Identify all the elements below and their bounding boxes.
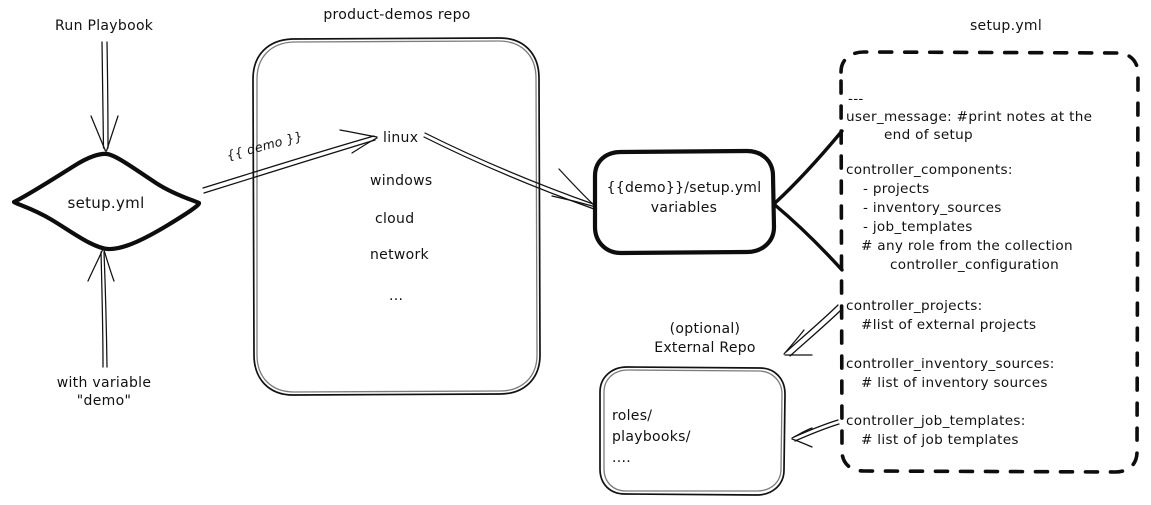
arrow-controller-job-templates-to-external-repo: [791, 419, 840, 448]
setup-yml-file-box[interactable]: [839, 50, 1140, 474]
yml-line-12: #list of external projects: [861, 317, 1036, 333]
yml-line-7: - job_templates: [863, 219, 973, 235]
yml-line-17: controller_job_templates:: [846, 413, 1026, 429]
external-repo-title-line1: (optional): [670, 321, 741, 337]
demo-setup-variables-line1: {{demo}}/setup.yml: [607, 180, 762, 196]
demo-setup-variables-node[interactable]: {{demo}}/setup.yml variables: [592, 148, 777, 256]
arrow-run-playbook-to-setup: [90, 41, 119, 152]
external-repo-item-ellipsis: ....: [612, 450, 631, 466]
yml-line-1: user_message: #print notes at the: [846, 109, 1092, 125]
yml-line-9: controller_configuration: [890, 257, 1059, 273]
arrow-setup-to-linux: [202, 129, 378, 194]
yml-line-11: controller_projects:: [846, 298, 983, 314]
yml-line-8: # any role from the collection: [861, 238, 1073, 254]
external-repo-item-playbooks[interactable]: playbooks/: [612, 429, 691, 445]
product-demos-repo-box[interactable]: [252, 37, 541, 396]
connector-vars-to-setup-yml-top: [773, 129, 844, 205]
setup-yml-file-title: setup.yml: [970, 18, 1042, 34]
setup-yml-file-contents: --- user_message: #print notes at the en…: [846, 91, 1092, 448]
with-variable-label-line2: "demo": [77, 393, 131, 409]
yml-line-6: - inventory_sources: [863, 200, 1002, 216]
with-variable-label-line1: with variable: [57, 375, 152, 391]
setup-yml-node-label: setup.yml: [67, 194, 144, 212]
external-repo-title-line2: External Repo: [654, 340, 756, 356]
yml-line-2: end of setup: [884, 127, 973, 143]
yml-line-14: controller_inventory_sources:: [846, 356, 1055, 372]
demo-variable-edge-label: {{ demo }}: [225, 128, 304, 163]
yml-line-5: - projects: [863, 181, 930, 197]
yml-line-15: # list of inventory sources: [861, 375, 1048, 391]
repo-item-linux[interactable]: linux: [383, 130, 418, 146]
yml-line-18: # list of job templates: [861, 432, 1019, 448]
repo-item-cloud[interactable]: cloud: [375, 211, 414, 227]
external-repo-item-roles[interactable]: roles/: [612, 408, 652, 424]
repo-item-windows[interactable]: windows: [370, 173, 433, 189]
repo-item-ellipsis: ...: [389, 288, 403, 304]
arrow-controller-projects-to-external-repo: [783, 304, 843, 357]
arrow-linux-to-vars: [423, 132, 597, 210]
demo-setup-variables-line2: variables: [651, 200, 717, 216]
external-repo-box[interactable]: roles/ playbooks/ ....: [599, 366, 786, 496]
arrow-with-variable-to-setup: [87, 249, 115, 368]
yml-line-4: controller_components:: [846, 162, 1013, 178]
setup-yml-decision-node[interactable]: setup.yml: [11, 151, 202, 252]
yml-line-0: ---: [848, 91, 864, 107]
connector-vars-to-setup-yml-bottom: [773, 203, 844, 272]
run-playbook-label: Run Playbook: [55, 18, 154, 34]
repo-item-network[interactable]: network: [370, 247, 430, 263]
repo-box-title: product-demos repo: [323, 7, 470, 23]
